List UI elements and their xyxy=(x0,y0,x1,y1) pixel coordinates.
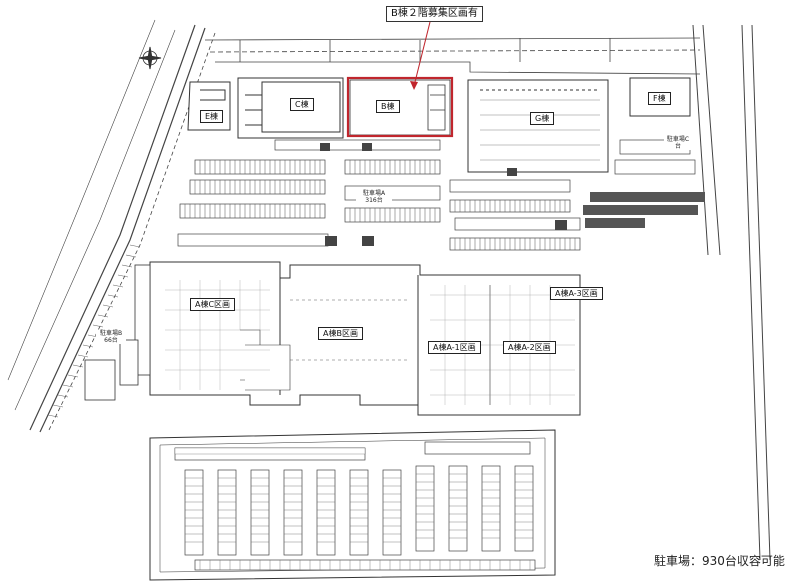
building-e-label: E棟 xyxy=(200,110,224,123)
building-a-a2-label: A棟A-2区画 xyxy=(503,341,556,354)
callout-arrow xyxy=(413,21,431,87)
building-f-label: F棟 xyxy=(648,92,671,105)
building-a-a3-label: A棟A-3区画 xyxy=(550,287,603,300)
bottom-parking-stall-ticks xyxy=(185,473,533,570)
building-g-label: G棟 xyxy=(530,112,555,125)
north-arrow-icon xyxy=(138,46,162,70)
building-a-a1-label: A棟A-1区画 xyxy=(428,341,481,354)
building-b-outline xyxy=(349,79,451,136)
parking-label-left: 駐車場B 66台 xyxy=(96,330,126,344)
road-left-hatch xyxy=(47,244,141,418)
parking-capacity-caption: 駐車場：930台収容可能 xyxy=(654,554,785,568)
parking-label-right: 駐車場C 台 xyxy=(664,136,692,150)
building-a-outline xyxy=(149,261,581,416)
building-b-highlight xyxy=(346,76,454,138)
road-right xyxy=(692,24,771,561)
parking-hatch-blocks xyxy=(320,143,567,246)
building-g-outline xyxy=(467,79,609,173)
callout-arrowhead xyxy=(410,81,418,90)
parking-label-center: 駐車場A 316台 xyxy=(356,190,392,204)
hatched-strip xyxy=(583,192,705,228)
site-boundary-top xyxy=(204,37,701,75)
building-c-label: C棟 xyxy=(290,98,314,111)
road-left xyxy=(7,19,216,433)
bottom-parking-lot xyxy=(149,429,556,581)
bottom-parking-rows xyxy=(174,441,536,571)
parking-stall-ticks xyxy=(184,160,576,250)
building-a-left-annex xyxy=(84,264,151,401)
building-a-b-label: A棟B区画 xyxy=(318,327,363,340)
building-a-c-label: A棟C区画 xyxy=(190,298,236,311)
building-b-label: B棟 xyxy=(376,100,400,113)
callout-label: B棟２階募集区画有 xyxy=(386,6,483,22)
